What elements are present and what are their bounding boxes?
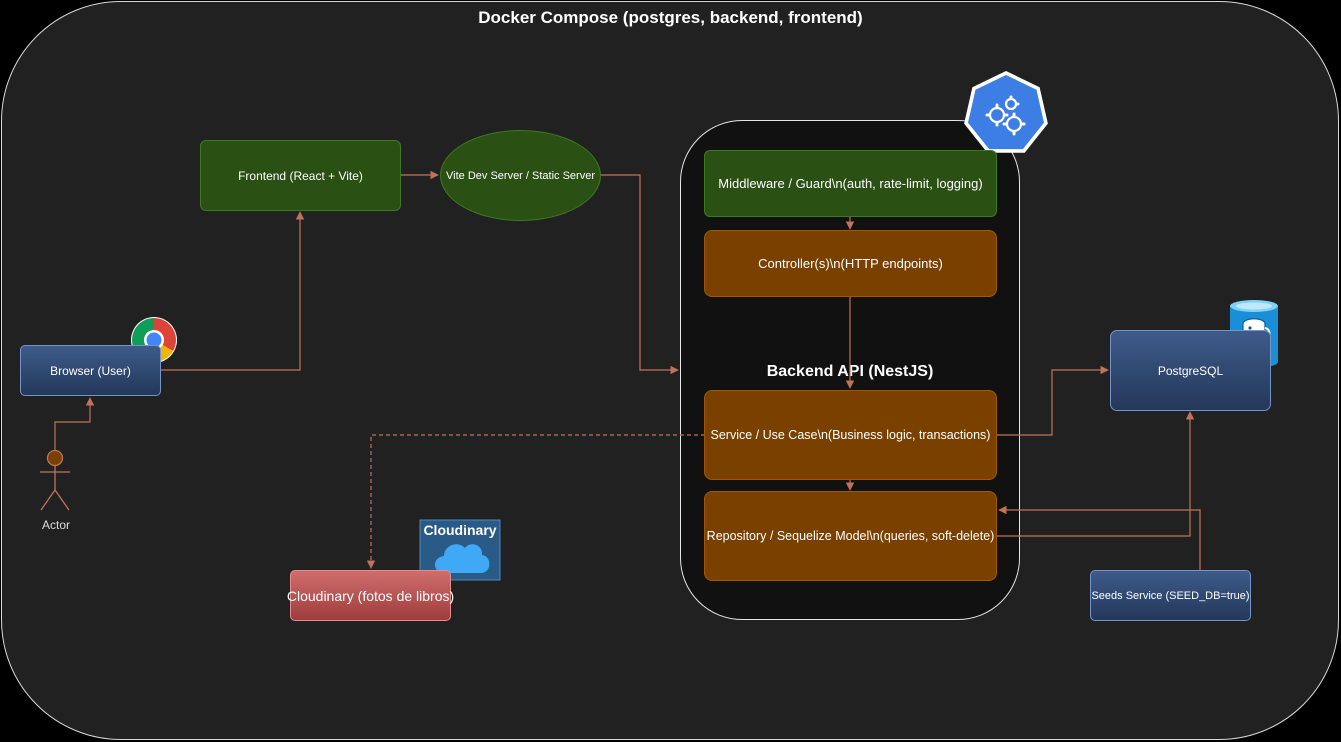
postgres-node-label: PostgreSQL <box>1157 363 1224 378</box>
vite-server-label: Vite Dev Server / Static Server <box>446 169 595 182</box>
edge-service-postgres <box>997 365 1109 436</box>
kubernetes-gears-icon <box>964 71 1048 153</box>
service-node-label: Service / Use Case\n(Business logic, tra… <box>710 428 991 442</box>
seeds-service-label: Seeds Service (SEED_DB=true) <box>1091 589 1250 602</box>
frontend-node[interactable]: Frontend (React + Vite) <box>200 140 401 211</box>
controller-node[interactable]: Controller(s)\n(HTTP endpoints) <box>704 230 997 297</box>
edge-seeds-repository <box>998 505 1201 570</box>
postgres-node[interactable]: PostgreSQL <box>1110 330 1271 411</box>
middleware-node-label: Middleware / Guard\n(auth, rate-limit, l… <box>718 176 983 191</box>
edge-service-cloudinary <box>366 434 705 569</box>
actor-label: Actor <box>41 518 70 532</box>
browser-node[interactable]: Browser (User) <box>20 345 161 396</box>
controller-node-label: Controller(s)\n(HTTP endpoints) <box>758 256 943 271</box>
cloudinary-icon-label: Cloudinary <box>423 522 497 538</box>
vite-server-node[interactable]: Vite Dev Server / Static Server <box>440 130 601 221</box>
service-node[interactable]: Service / Use Case\n(Business logic, tra… <box>704 390 997 480</box>
edge-repository-postgres <box>997 411 1195 537</box>
browser-node-label: Browser (User) <box>50 363 131 378</box>
edge-actor-browser <box>54 397 95 450</box>
edge-browser-frontend <box>160 211 305 371</box>
cloudinary-node[interactable]: Cloudinary (fotos de libros) <box>286 570 455 621</box>
repository-node-label: Repository / Sequelize Model\n(queries, … <box>706 529 995 543</box>
actor-icon <box>40 449 70 511</box>
cloudinary-node-label: Cloudinary (fotos de libros) <box>286 587 455 604</box>
docker-compose-title: Docker Compose (postgres, backend, front… <box>478 8 863 27</box>
middleware-node[interactable]: Middleware / Guard\n(auth, rate-limit, l… <box>704 150 997 217</box>
repository-node[interactable]: Repository / Sequelize Model\n(queries, … <box>704 491 997 581</box>
frontend-node-label: Frontend (React + Vite) <box>238 168 363 183</box>
edge-vite-backend <box>600 174 679 375</box>
seeds-service-node[interactable]: Seeds Service (SEED_DB=true) <box>1090 570 1251 621</box>
